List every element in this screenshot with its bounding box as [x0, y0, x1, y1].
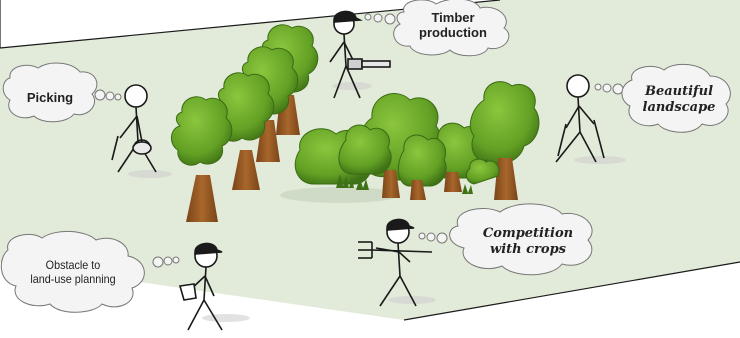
thought-timber-label: Timber production: [419, 10, 487, 40]
thought-landscape-label: Beautiful landscape: [642, 84, 716, 115]
tree: [171, 96, 233, 222]
figure-picking-basket: [111, 84, 172, 178]
figure-obstacle-papers: [178, 242, 250, 331]
thought-obstacle-label: Obstacle to land-use planning: [30, 258, 116, 286]
ground-edge-bottom: [403, 261, 740, 321]
thought-picking-label: Picking: [26, 90, 74, 105]
thought-bubble-picking: [2, 62, 122, 123]
shrub-cluster: [280, 81, 540, 203]
thought-bubble-competition: [418, 203, 593, 276]
figure-landscape-walker: [555, 74, 626, 164]
thought-bubble-landscape: [594, 63, 731, 133]
thought-bubble-obstacle: [0, 231, 180, 313]
tree-row-diagonal: [171, 24, 319, 222]
figure-timber-chainsaw: [329, 10, 391, 99]
thought-bubble-timber: [364, 0, 510, 57]
thought-competition-label: Competition with crops: [482, 226, 574, 257]
figure-competition-pitchfork: [358, 218, 436, 307]
